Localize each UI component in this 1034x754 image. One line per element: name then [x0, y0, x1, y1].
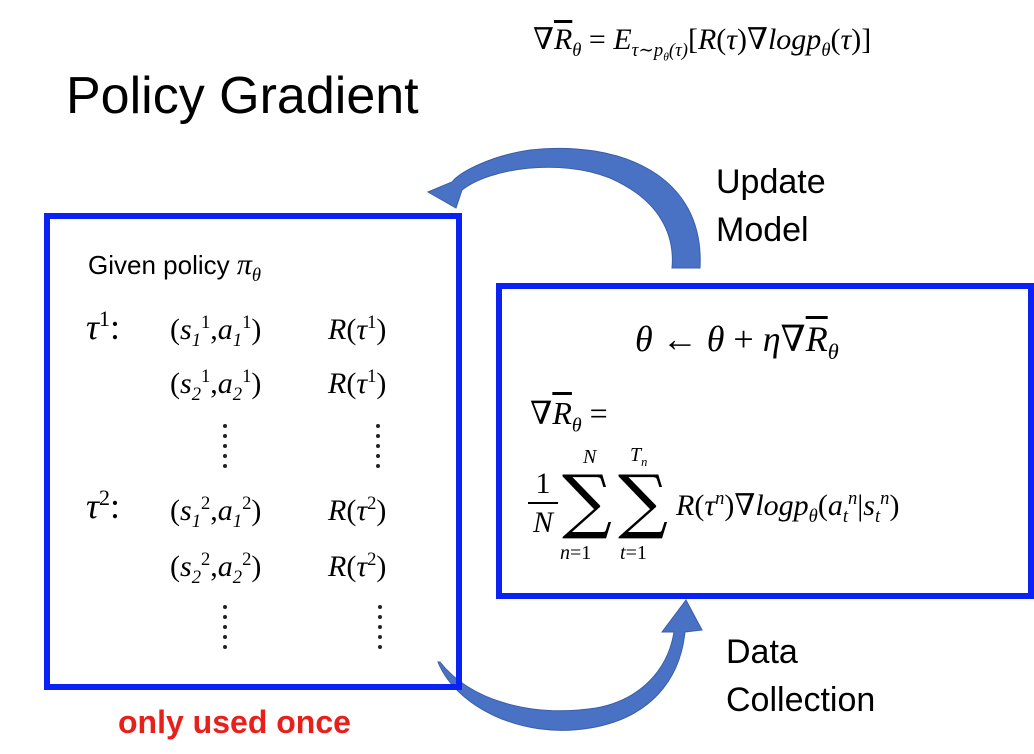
estimator-fraction: 1 N [528, 466, 558, 542]
estimator-body: R(τn)∇logpθ(atn|stn) [676, 488, 900, 527]
given-policy-line: Given policy πθ [88, 248, 262, 286]
update-box [496, 283, 1034, 599]
gradient-lhs: ∇Rθ = [530, 395, 608, 437]
given-policy-text: Given policy [88, 250, 230, 280]
curved-arrow-collection-icon [437, 599, 703, 731]
tau1-label: τ1: [86, 306, 121, 347]
vertical-ellipsis [223, 424, 227, 474]
tau2-step2-reward: R(τ2) [328, 549, 387, 583]
sum-n-symbol: ∑ [562, 460, 612, 542]
tau1-step2-pair: (s21,a21) [170, 366, 262, 405]
collection-label-line1: Data [726, 633, 798, 671]
sum-t-symbol: ∑ [618, 460, 668, 542]
vertical-ellipsis [223, 605, 227, 655]
update-label-line2: Model [716, 211, 809, 249]
sum-n-lower: n=1 [560, 542, 592, 564]
sum-t-upper: Tn [630, 444, 648, 469]
curved-arrow-update-icon [426, 147, 701, 269]
policy-symbol: πθ [236, 248, 262, 286]
tau1-step1-reward: R(τ1) [328, 312, 387, 346]
tau1-step1-pair: (s11,a11) [170, 312, 262, 351]
data-collection-label: Data Collection [726, 628, 875, 724]
update-rule: θ ← θ + η∇Rθ [635, 319, 839, 365]
sum-t-lower: t=1 [620, 542, 647, 564]
update-label-line1: Update [716, 163, 826, 201]
tau2-label: τ2: [86, 485, 121, 526]
tau2-step1-reward: R(τ2) [328, 493, 387, 527]
update-model-label: Update Model [716, 158, 826, 254]
page-title: Policy Gradient [66, 67, 419, 125]
vertical-ellipsis [376, 424, 380, 474]
tau1-step2-reward: R(τ1) [328, 366, 387, 400]
vertical-ellipsis [378, 605, 382, 655]
collection-label-line2: Collection [726, 681, 876, 719]
sum-n-upper: N [583, 446, 597, 468]
only-used-once-note: only used once [118, 704, 351, 740]
tau2-step2-pair: (s22,a22) [170, 549, 262, 588]
objective-gradient-formula: ∇Rθ = Eτ∼pθ(τ)[R(τ)∇logpθ(τ)] [533, 23, 872, 64]
tau2-step1-pair: (s12,a12) [170, 493, 262, 532]
trajectory-box [44, 213, 462, 690]
